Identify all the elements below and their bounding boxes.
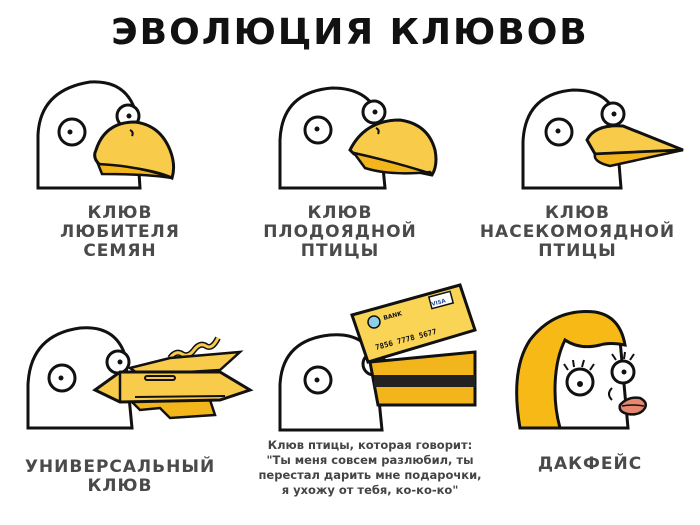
label-duckface: ДАКФЕЙС bbox=[537, 454, 643, 474]
svg-text:VISA: VISA bbox=[431, 298, 447, 308]
bird-fruit-eater-illustration bbox=[278, 86, 438, 190]
page-title: ЭВОЛЮЦИЯ КЛЮВОВ bbox=[111, 12, 589, 53]
label-universal: УНИВЕРСАЛЬНЫЙ КЛЮВ bbox=[24, 457, 216, 496]
credit-card-back bbox=[368, 350, 477, 407]
label-seed-eater: КЛЮВ ЛЮБИТЕЛЯ СЕМЯН bbox=[60, 203, 180, 261]
label-fruit-eater: КЛЮВ ПЛОДОЯДНОЙ ПТИЦЫ bbox=[263, 203, 417, 261]
bird-insect-eater-illustration bbox=[521, 88, 684, 190]
bird-universal-knife-illustration bbox=[26, 326, 254, 430]
label-insect-eater: КЛЮВ НАСЕКОМОЯДНОЙ ПТИЦЫ bbox=[479, 203, 676, 261]
bird-credit-card-illustration: BANK VISA 7856 7778 5677 bbox=[278, 283, 477, 432]
bird-duckface-illustration bbox=[515, 310, 648, 430]
quote-credit-card: Клюв птицы, которая говорит: "Ты меня со… bbox=[258, 438, 482, 497]
credit-card: BANK VISA 7856 7778 5677 bbox=[350, 283, 477, 364]
bird-seed-eater-illustration bbox=[36, 80, 176, 190]
svg-text:BANK: BANK bbox=[383, 310, 403, 322]
